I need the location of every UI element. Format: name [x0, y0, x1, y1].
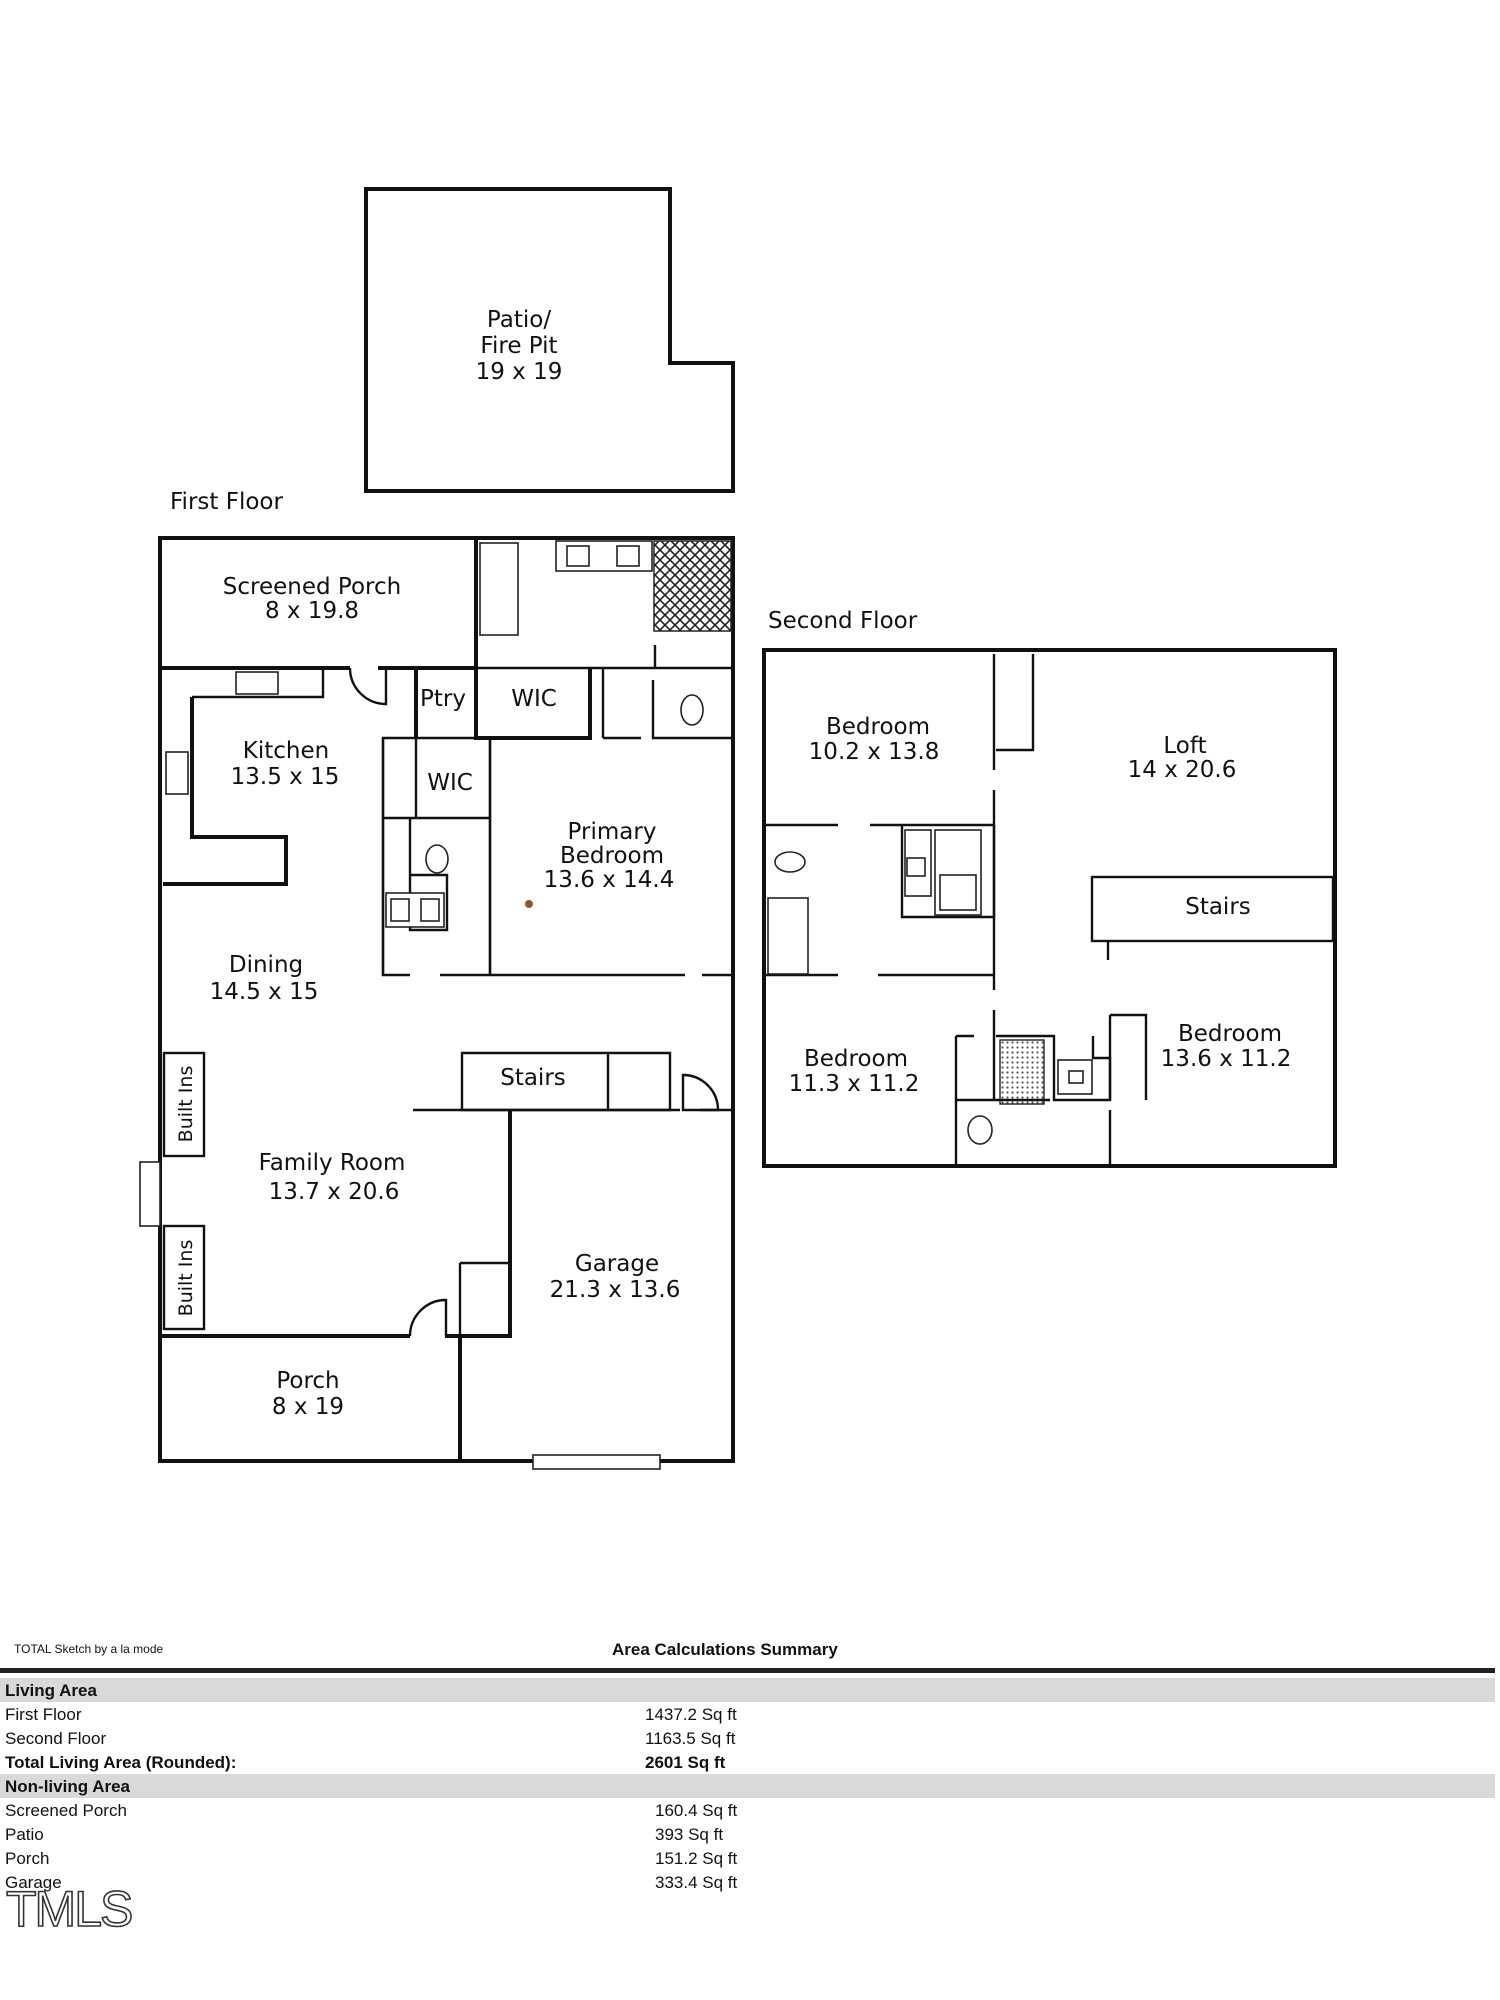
dining-label: Dining — [229, 952, 303, 978]
second-floor-plan: Bedroom 10.2 x 13.8 Loft 14 x 20.6 Stair… — [762, 648, 1337, 1168]
row-value: 160.4 Sq ft — [655, 1801, 738, 1820]
wic-lower-label: WIC — [427, 770, 473, 796]
screened-porch-dimensions: 8 x 19.8 — [265, 598, 359, 624]
bedroom-sw-label: Bedroom — [804, 1046, 908, 1072]
kitchen-sink-icon — [165, 751, 189, 795]
non-living-header-label: Non-living Area — [5, 1777, 130, 1796]
screened-porch-label: Screened Porch — [223, 574, 401, 600]
bedroom-sw-dimensions: 11.3 x 11.2 — [789, 1071, 920, 1097]
kitchen-label: Kitchen — [243, 738, 329, 764]
primary-bedroom-label: Primary — [568, 819, 657, 845]
second-floor-title: Second Floor — [768, 608, 918, 634]
built-ins-upper-label: Built Ins — [175, 1066, 197, 1143]
summary-title: Area Calculations Summary — [612, 1640, 838, 1659]
row-label: Patio — [5, 1825, 44, 1844]
first-floor-title: First Floor — [170, 489, 283, 515]
total-living-row: Total Living Area (Rounded): 2601 Sq ft — [0, 1750, 1495, 1774]
built-ins-upper — [162, 1051, 206, 1158]
porch-dimensions: 8 x 19 — [272, 1394, 344, 1420]
garage-dimensions: 21.3 x 13.6 — [550, 1277, 681, 1303]
bedroom-nw-dimensions: 10.2 x 13.8 — [809, 739, 940, 765]
loft-dimensions: 14 x 20.6 — [1128, 757, 1237, 783]
row-value: 1163.5 Sq ft — [645, 1729, 736, 1748]
row-label: Garage — [5, 1873, 62, 1892]
row-value: 393 Sq ft — [655, 1825, 724, 1844]
loft-label: Loft — [1163, 733, 1206, 759]
table-row: Patio 393 Sq ft — [0, 1822, 1495, 1846]
row-label: First Floor — [5, 1705, 82, 1724]
bathtub-icon — [479, 542, 519, 636]
upstairs-bathtub-icon — [767, 897, 809, 975]
wic-upper-label: WIC — [511, 686, 557, 712]
garage-label: Garage — [575, 1251, 659, 1277]
total-value: 2601 Sq ft — [645, 1753, 726, 1772]
shower-icon — [653, 540, 732, 632]
row-label: Screened Porch — [5, 1801, 127, 1820]
row-label: Second Floor — [5, 1729, 107, 1748]
toilet-icon — [680, 694, 704, 726]
patio-label: Patio/ — [487, 307, 551, 333]
primary-bedroom-dimensions: 13.6 x 14.4 — [544, 867, 675, 893]
first-floor-plan: Screened Porch 8 x 19.8 Ptry WIC WIC Kit… — [139, 536, 735, 1470]
row-value: 333.4 Sq ft — [655, 1873, 738, 1892]
built-ins-lower — [162, 1224, 206, 1331]
total-label: Total Living Area (Rounded): — [5, 1753, 237, 1772]
row-value: 151.2 Sq ft — [655, 1849, 738, 1868]
kitchen-dimensions: 13.5 x 15 — [231, 764, 340, 790]
stairs-label-second-floor: Stairs — [1185, 894, 1251, 920]
table-row: Second Floor 1163.5 Sq ft — [0, 1726, 1495, 1750]
pantry-label: Ptry — [420, 686, 466, 712]
living-area-header-label: Living Area — [5, 1681, 97, 1700]
sketch-credit: TOTAL Sketch by a la mode — [14, 1642, 164, 1656]
primary-bedroom-label-2: Bedroom — [560, 843, 664, 869]
patio-area: Patio/ Fire Pit 19 x 19 — [364, 187, 735, 493]
summary-divider — [0, 1668, 1495, 1673]
upstairs-shower-icon — [999, 1039, 1045, 1105]
table-row: Garage 333.4 Sq ft — [0, 1870, 1495, 1894]
row-value: 1437.2 Sq ft — [645, 1705, 737, 1724]
bedroom-nw-label: Bedroom — [826, 714, 930, 740]
garage-door-icon — [532, 1454, 661, 1470]
row-label: Porch — [5, 1849, 50, 1868]
stairs-label-first-floor: Stairs — [500, 1065, 566, 1091]
patio-label-2: Fire Pit — [480, 333, 557, 359]
bedroom-se-dimensions: 13.6 x 11.2 — [1161, 1046, 1292, 1072]
family-room-dimensions: 13.7 x 20.6 — [269, 1179, 400, 1205]
tmls-watermark: TMLS — [5, 1880, 134, 1938]
bedroom-se-label: Bedroom — [1178, 1021, 1282, 1047]
dining-dimensions: 14.5 x 15 — [210, 979, 319, 1005]
porch-label: Porch — [276, 1368, 339, 1394]
patio-dimensions: 19 x 19 — [476, 359, 563, 385]
summary-table: Living Area First Floor 1437.2 Sq ft Sec… — [0, 1678, 1495, 1894]
living-area-header: Living Area — [0, 1678, 1495, 1702]
stairs-second-floor — [1090, 875, 1335, 943]
table-row: Porch 151.2 Sq ft — [0, 1846, 1495, 1870]
non-living-area-header: Non-living Area — [0, 1774, 1495, 1798]
table-row: Screened Porch 160.4 Sq ft — [0, 1798, 1495, 1822]
family-room-label: Family Room — [259, 1150, 406, 1176]
fireplace-icon — [139, 1161, 161, 1227]
cooktop-icon — [235, 671, 279, 695]
built-ins-lower-label: Built Ins — [175, 1240, 197, 1317]
table-row: First Floor 1437.2 Sq ft — [0, 1702, 1495, 1726]
floor-plan: Patio/ Fire Pit 19 x 19 First Floor — [139, 187, 1337, 1470]
